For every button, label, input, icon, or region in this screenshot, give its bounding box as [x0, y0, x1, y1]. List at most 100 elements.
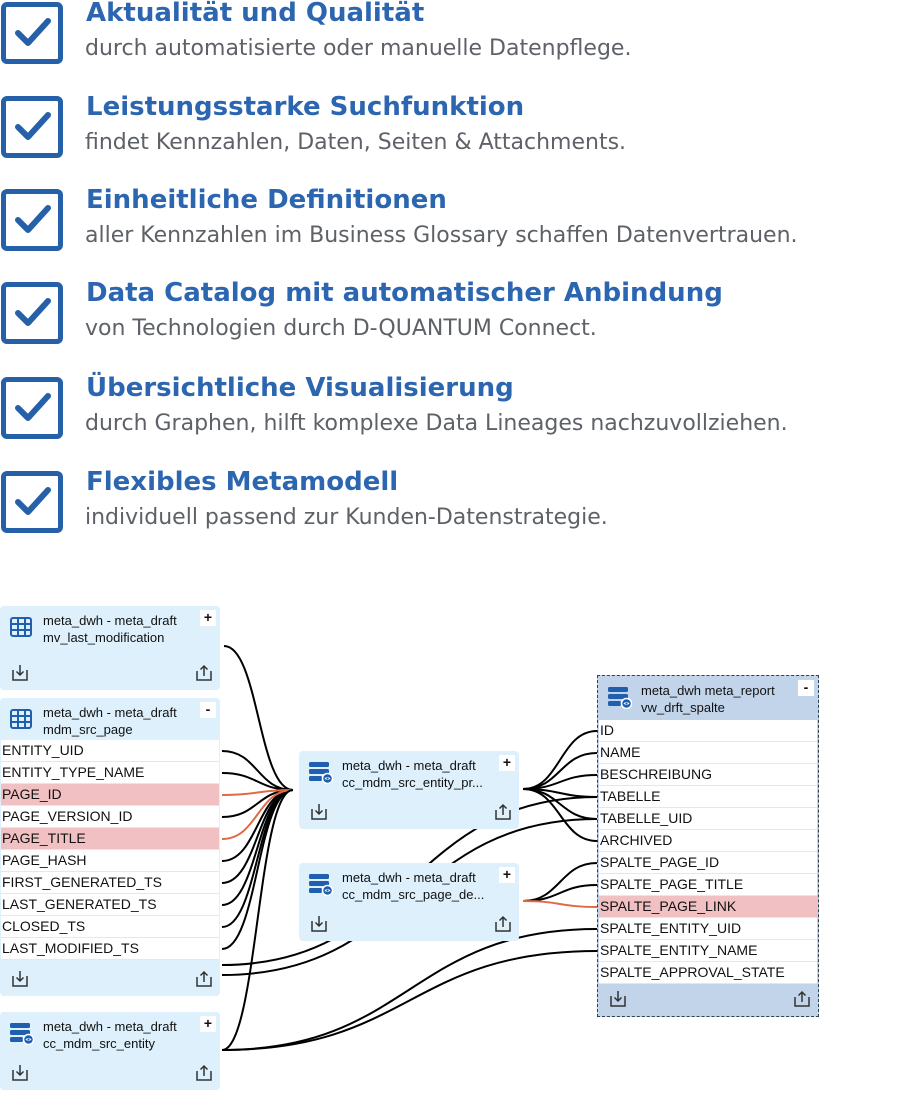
column-row-highlighted[interactable]: SPALTE_PAGE_LINK [599, 896, 817, 918]
column-row[interactable]: SPALTE_PAGE_ID [599, 852, 817, 874]
lineage-edge [522, 884, 598, 902]
expand-button[interactable]: + [200, 610, 216, 626]
column-row[interactable]: SPALTE_APPROVAL_STATE [599, 962, 817, 984]
column-row[interactable]: PAGE_VERSION_ID [1, 806, 219, 828]
checkbox-checked-icon [1, 2, 63, 64]
column-row[interactable]: LAST_GENERATED_TS [1, 894, 219, 916]
downstream-icon[interactable] [195, 970, 213, 991]
node-header: meta_dwh - meta_draft cc_mdm_src_entity … [0, 1012, 220, 1052]
downstream-icon[interactable] [793, 990, 811, 1011]
feature-description: durch automatisierte oder manuelle Daten… [85, 36, 632, 61]
feature-title: Übersichtliche Visualisierung [86, 373, 514, 403]
downstream-icon[interactable] [195, 664, 213, 685]
expand-button[interactable]: + [499, 755, 515, 771]
collapse-button[interactable]: - [798, 680, 814, 696]
checkbox-checked-icon [1, 96, 63, 158]
node-name: cc_mdm_src_entity_pr... [342, 775, 483, 790]
feature-item: Leistungsstarke Suchfunktion findet Kenn… [0, 92, 900, 176]
feature-item: Einheitliche Definitionen aller Kennzahl… [0, 185, 900, 269]
column-row[interactable]: PAGE_HASH [1, 850, 219, 872]
feature-description: findet Kennzahlen, Daten, Seiten & Attac… [85, 130, 627, 155]
node-header: meta_dwh - meta_draft cc_mdm_src_page_de… [299, 863, 519, 903]
node-name: cc_mdm_src_page_de... [342, 887, 485, 902]
column-row[interactable]: ARCHIVED [599, 830, 817, 852]
lineage-edge [522, 788, 598, 842]
node-name: vw_drft_spalte [641, 700, 725, 715]
node-vw-drft-spalte[interactable]: meta_dwh meta_report vw_drft_spalte - ID… [597, 675, 819, 1017]
column-row[interactable]: LAST_MODIFIED_TS [1, 938, 219, 960]
feature-title: Data Catalog mit automatischer Anbindung [86, 278, 723, 308]
column-row[interactable]: ENTITY_UID [1, 740, 219, 762]
node-name: mdm_src_page [43, 722, 133, 737]
node-header: meta_dwh - meta_draft mv_last_modificati… [0, 606, 220, 646]
column-row-highlighted[interactable]: PAGE_TITLE [1, 828, 219, 850]
lineage-edge [223, 645, 294, 791]
column-row[interactable]: NAME [599, 742, 817, 764]
node-mv-last-modification[interactable]: meta_dwh - meta_draft mv_last_modificati… [0, 606, 220, 690]
node-name: mv_last_modification [43, 630, 165, 645]
table-icon [10, 617, 32, 640]
node-mdm-src-page[interactable]: meta_dwh - meta_draft mdm_src_page - ENT… [0, 698, 220, 996]
checkbox-checked-icon [1, 377, 63, 439]
feature-description: individuell passend zur Kunden-Datenstra… [85, 505, 608, 530]
feature-title: Flexibles Metamodell [86, 467, 399, 497]
column-row[interactable]: SPALTE_ENTITY_UID [599, 918, 817, 940]
lineage-edge [221, 950, 598, 1051]
expand-button[interactable]: + [200, 1016, 216, 1032]
feature-description: durch Graphen, hilft komplexe Data Linea… [85, 411, 788, 436]
column-row[interactable]: BESCHREIBUNG [599, 764, 817, 786]
feature-item: Flexibles Metamodell individuell passend… [0, 467, 900, 551]
view-icon [309, 874, 334, 899]
column-row[interactable]: SPALTE_ENTITY_NAME [599, 940, 817, 962]
node-schema: meta_dwh - meta_draft [43, 1019, 177, 1034]
view-icon [309, 762, 334, 787]
lineage-edge [221, 789, 294, 906]
upstream-icon[interactable] [11, 970, 29, 991]
lineage-edge [221, 789, 294, 1051]
expand-button[interactable]: + [499, 867, 515, 883]
column-row[interactable]: ID [599, 720, 817, 742]
node-schema: meta_dwh - meta_draft [43, 613, 177, 628]
downstream-icon[interactable] [195, 1064, 213, 1085]
node-header: meta_dwh - meta_draft cc_mdm_src_entity_… [299, 751, 519, 791]
lineage-edge [221, 789, 294, 950]
node-header: meta_dwh - meta_draft mdm_src_page - [0, 698, 220, 738]
node-name: cc_mdm_src_entity [43, 1036, 155, 1051]
node-schema: meta_dwh meta_report [641, 683, 775, 698]
feature-item: Data Catalog mit automatischer Anbindung… [0, 278, 900, 362]
column-row[interactable]: CLOSED_TS [1, 916, 219, 938]
node-schema: meta_dwh - meta_draft [43, 705, 177, 720]
node-header: meta_dwh meta_report vw_drft_spalte - [598, 676, 818, 716]
column-row[interactable]: TABELLE_UID [599, 808, 817, 830]
node-cc-mdm-src-entity-pr[interactable]: meta_dwh - meta_draft cc_mdm_src_entity_… [299, 751, 519, 829]
feature-title: Leistungsstarke Suchfunktion [86, 92, 525, 122]
checkbox-checked-icon [1, 471, 63, 533]
column-row[interactable]: ENTITY_TYPE_NAME [1, 762, 219, 784]
node-schema: meta_dwh - meta_draft [342, 758, 476, 773]
upstream-icon[interactable] [11, 1064, 29, 1085]
column-row-highlighted[interactable]: PAGE_ID [1, 784, 219, 806]
collapse-button[interactable]: - [200, 702, 216, 718]
column-row[interactable]: TABELLE [599, 786, 817, 808]
lineage-edge [522, 730, 598, 790]
node-cc-mdm-src-entity[interactable]: meta_dwh - meta_draft cc_mdm_src_entity … [0, 1012, 220, 1090]
upstream-icon[interactable] [11, 664, 29, 685]
lineage-edge [221, 772, 294, 791]
feature-item: Aktualität und Qualität durch automatisi… [0, 0, 900, 82]
node-cc-mdm-src-page-de[interactable]: meta_dwh - meta_draft cc_mdm_src_page_de… [299, 863, 519, 941]
table-icon [10, 709, 32, 732]
node-schema: meta_dwh - meta_draft [342, 870, 476, 885]
column-row[interactable]: FIRST_GENERATED_TS [1, 872, 219, 894]
view-icon [608, 687, 633, 712]
upstream-icon[interactable] [310, 803, 328, 824]
checkbox-checked-icon [1, 282, 63, 344]
downstream-icon[interactable] [494, 915, 512, 936]
checkbox-checked-icon [1, 189, 63, 251]
upstream-icon[interactable] [310, 915, 328, 936]
column-row[interactable]: SPALTE_PAGE_TITLE [599, 874, 817, 896]
downstream-icon[interactable] [494, 803, 512, 824]
feature-item: Übersichtliche Visualisierung durch Grap… [0, 373, 900, 457]
view-icon [10, 1023, 35, 1048]
feature-description: aller Kennzahlen im Business Glossary sc… [85, 223, 798, 248]
upstream-icon[interactable] [609, 990, 627, 1011]
